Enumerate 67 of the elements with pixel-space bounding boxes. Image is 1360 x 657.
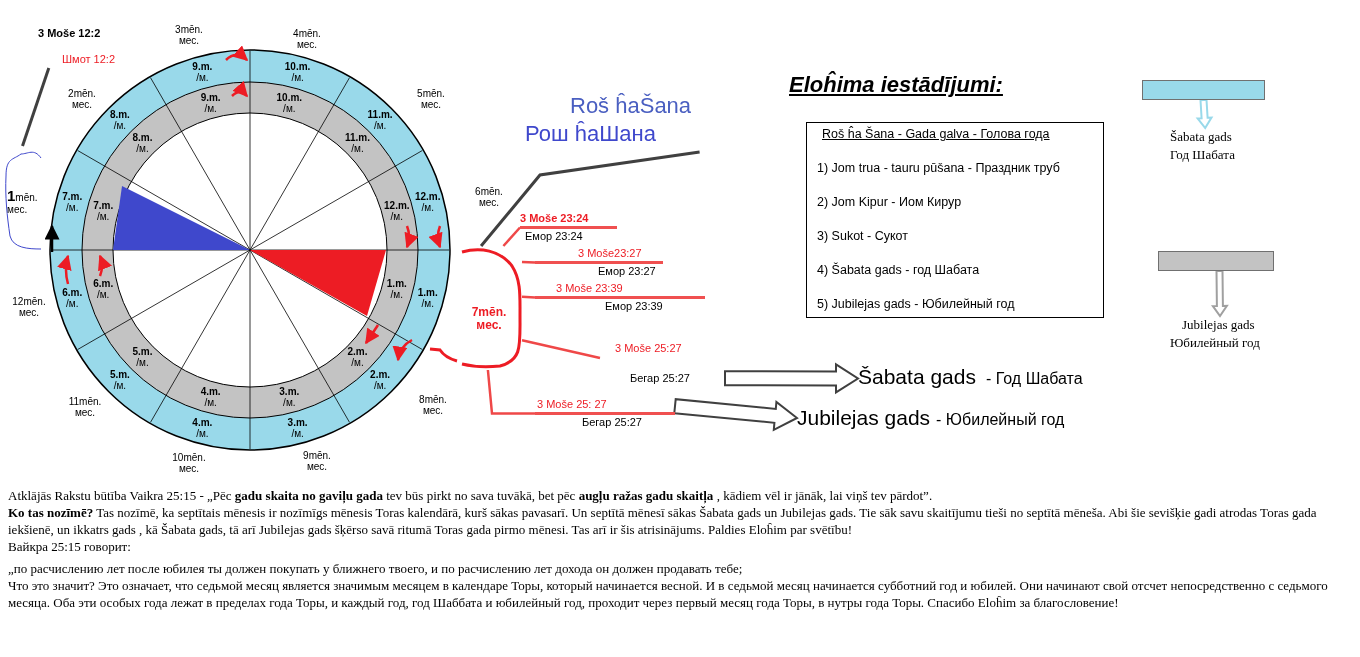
segment-label: 7.m. /м. <box>92 199 115 222</box>
segment-label: 3.m. /м. <box>278 385 301 408</box>
segment-label: 8.m. /м. <box>108 108 131 131</box>
verse-reference: 3 Moše 25:27 Бегар 25:27 <box>600 340 725 386</box>
block-arrow <box>1211 270 1229 318</box>
paragraph: Вайкра 25:15 говорит: <box>8 538 132 555</box>
block-arrow <box>673 398 799 432</box>
segment-label: 12.m. /м. <box>383 199 411 222</box>
connector-line <box>21 67 51 147</box>
segment-label: 8.m. /м. <box>131 131 154 154</box>
segment-label: 10.m. /м. <box>283 61 312 84</box>
month-label: 6mēn. мес. <box>474 186 504 208</box>
segment-label: 11.m. /м. <box>366 108 394 131</box>
month-label: 10mēn. мес. <box>171 452 207 474</box>
segment-label: 2.m. /м. <box>346 346 369 369</box>
paragraph: Что это значит? Это означает, что седьмой месяц является значимым месяцем в календаре Торы, который начинается весной. И в седьмой месяц начинается субботний год и юбилей. Они начинают свой отсчет непосредственно с седьмого месяца. Оба эти особых года лежат в пределах года Торы, и каждый год, год Шаббата и юбилейный год, проходит через первый месяц года Торы, в нутры года Торы. Спасибо Eloĥim за благословение! <box>8 577 1329 611</box>
connector-line <box>521 295 536 299</box>
connector-line <box>486 369 535 415</box>
month-label: 4mēn. мес. <box>292 28 322 50</box>
month-label: 12mēn. мес. <box>11 296 47 318</box>
segment-label: 7.m. /м. <box>61 191 84 214</box>
paragraph: „по расчислению лет после юбилея ты должен покупать у ближнего твоего, и по расчислению лет дохода он должен продавать тебе; <box>8 560 744 577</box>
color-bar <box>1142 80 1265 100</box>
segment-label: 12.m. /м. <box>413 191 442 214</box>
segment-label: 2.m. /м. <box>369 369 392 392</box>
color-bar <box>1158 251 1274 271</box>
year-caption: Jubilejas gads - Юбилейный год <box>797 403 1112 433</box>
paragraph: Atklājās Rakstu būtība Vaikra 25:15 - „Pēc gadu skaita no gaviļu gada tev būs pirkt no sava tuvākā, bet pēc augļu ražas gadu skaitļa , kādiem vēl ir jānāk, lai viņš tev pārdot”. <box>8 487 934 504</box>
verse-reference: 3 Moše 12:2 Шмот 12:2 <box>38 26 128 68</box>
segment-label: 10.m. /м. <box>275 92 304 115</box>
month-region: 1mēn. мес. <box>4 146 41 250</box>
segment-label: 6.m. /м. <box>92 278 115 301</box>
segment-label: 1.m. /м. <box>416 286 439 309</box>
year-caption: Šabata gads - Год Шабата <box>858 362 1120 392</box>
segment-label: 5.m. /м. <box>131 346 154 369</box>
segment-label: 4.m. /м. <box>199 385 222 408</box>
connector-line <box>479 150 700 247</box>
verse-reference: 3 Moše 23:24 Емор 23:24 <box>520 210 617 244</box>
segment-label: 9.m. /м. <box>191 61 214 84</box>
block-arrow <box>1195 98 1214 130</box>
segment-label: 9.m. /м. <box>199 92 222 115</box>
month-label: 2mēn. мес. <box>67 88 97 110</box>
month-label: 9mēn. мес. <box>302 450 332 472</box>
segment-label: 3.m. /м. <box>286 416 309 439</box>
segment-label: 1.m. /м. <box>385 278 408 301</box>
block-arrow <box>724 362 860 395</box>
segment-label: 5.m. /м. <box>108 369 131 392</box>
connector-line <box>502 226 521 247</box>
segment-label: 11.m. /м. <box>343 131 371 154</box>
verse-reference: 3 Moše 23:39 Емор 23:39 <box>535 280 705 314</box>
connector-line <box>521 260 536 264</box>
month-region: 7mēn. мес. <box>460 246 522 370</box>
segment-label: 4.m. /м. <box>191 416 214 439</box>
verse-reference: 3 Moše 25: 27 Бегар 25:27 <box>535 396 675 430</box>
connector-line <box>521 339 601 360</box>
segment-label: 6.m. /м. <box>61 286 84 309</box>
month-label: 11mēn. мес. <box>67 396 103 418</box>
year-caption: Šabata gads Год Шабата <box>1170 128 1265 168</box>
holiday-list-box: Roš ĥa Šana - Gada galva - Голова года 1) Jom trua - tauru pūšana - Праздник труб 2) Jom Kipur - Иом Кирур 3) Sukot - Сукот 4) Šabata gads - год Шабата 5) Jubilejas gads - Юбилейный год <box>806 122 1104 318</box>
month-label: 8mēn. мес. <box>418 394 448 416</box>
month-label: 3mēn. мес. <box>174 24 204 46</box>
holiday-heading: Roš ĥaŠana Рош ĥaШана <box>525 92 705 152</box>
verse-reference: 3 Moše23:27 Емор 23:27 <box>535 245 663 279</box>
month-label: 5mēn. мес. <box>416 88 446 110</box>
paragraph: Ko tas nozīmē? Tas nozīmē, ka septītais mēnesis ir nozīmīgs mēnesis Toras kalendārā, kurš sākas pavasarī. Un septītā mēnesī sākas Šabata gads un Jubilejas gads. Tie sāk savu skaitījumu tieši no septītā mēneša. Abi šie sevišķie gadi atrodas Toras gada iekšienē, un ikkatrs gads , kā Šabata gads, tā arī Jubilejas gads šķērso savā ritumā Toras gada pirmo mēnesi. Tas arī ir šis atrisinājums. Paldies Eloĥim par svētību! <box>8 504 1318 538</box>
heading: Eloĥima iestādījumi: <box>789 72 1003 98</box>
year-caption: Jubilejas gads Юбилейный год <box>1155 316 1267 372</box>
